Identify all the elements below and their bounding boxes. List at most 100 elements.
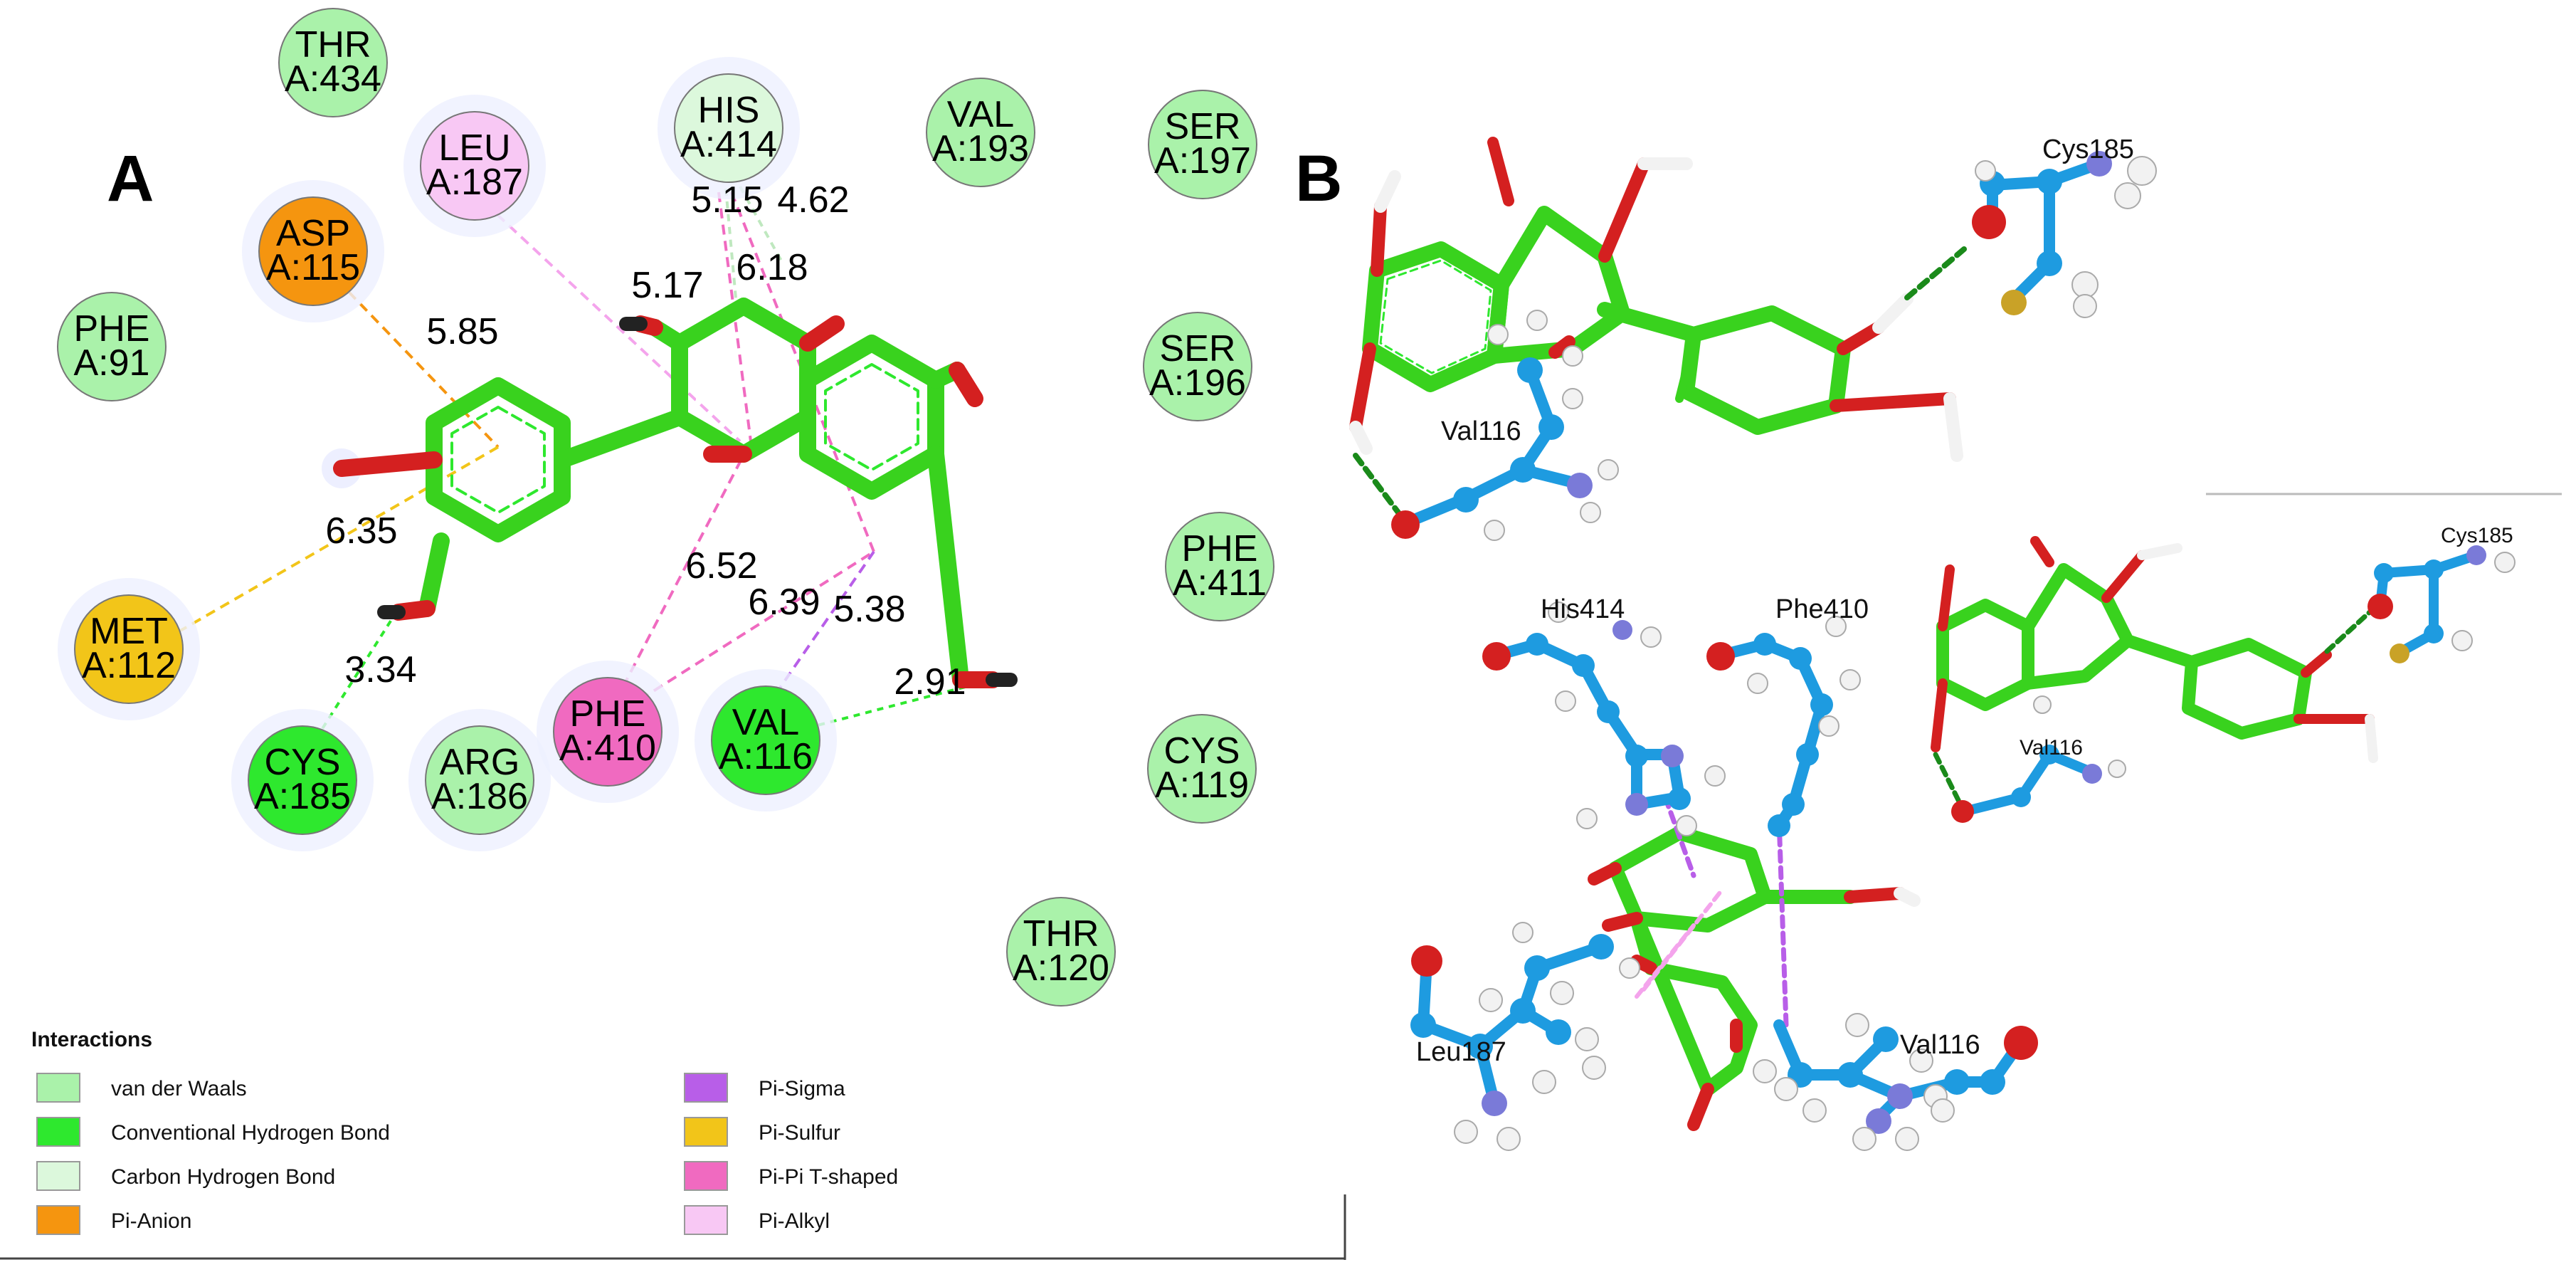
legend-label: Pi-Sigma <box>759 1077 845 1100</box>
residue-chain: A:186 <box>431 776 528 817</box>
legend-label: Pi-Pi T-shaped <box>759 1165 898 1189</box>
residue-name: SER <box>1165 106 1241 147</box>
residue-discs: THRA:434HISA:414LEUA:187VALA:193SERA:197… <box>57 8 1274 1007</box>
legend-item-conventional_hbond: Conventional Hydrogen Bond <box>36 1117 390 1147</box>
legend-label: Pi-Sulfur <box>759 1121 840 1145</box>
residue-disc <box>74 594 184 704</box>
legend-item-pi_anion: Pi-Anion <box>36 1205 191 1235</box>
ligand-structure <box>322 298 1018 688</box>
label-top-val116: Val116 <box>1441 416 1521 446</box>
label-inset-val116: Val116 <box>2020 736 2083 760</box>
residue-disc <box>1147 714 1257 824</box>
legend-swatch <box>36 1205 80 1235</box>
ring-b <box>426 377 571 542</box>
panel-a-label: A <box>107 142 154 215</box>
residue-disc <box>57 292 167 401</box>
distance-d639: 6.39 <box>748 582 820 623</box>
residue-chain: A:197 <box>1154 140 1251 182</box>
residue-chain: A:116 <box>719 736 813 777</box>
residue-name: SER <box>1160 328 1236 369</box>
distance-labels: 5.15 4.62 6.18 5.17 5.85 6.35 6.52 6.39 … <box>325 179 966 703</box>
residue-name: VAL <box>947 94 1014 135</box>
residue-chain: A:414 <box>680 124 777 165</box>
label-leu187: Leu187 <box>1416 1037 1506 1067</box>
legend-item-carbon_hbond: Carbon Hydrogen Bond <box>36 1161 335 1191</box>
residue-disc <box>1148 90 1257 199</box>
residue-name: ARG <box>440 742 520 783</box>
line-leu187-pialkyl <box>472 191 741 443</box>
legend-item-van_der_waals: van der Waals <box>36 1073 247 1103</box>
distance-d334: 3.34 <box>344 649 416 690</box>
legend-swatch <box>684 1205 728 1235</box>
line-his414-carbonhbond-a <box>724 188 738 307</box>
distance-d538: 5.38 <box>833 589 905 630</box>
legend-label: Pi-Alkyl <box>759 1209 830 1233</box>
residue-name: CYS <box>265 742 341 783</box>
label-his414: His414 <box>1541 594 1625 624</box>
panel-b-inset-view: Cys185 Val116 <box>1931 524 2516 823</box>
residue-disc <box>420 111 529 221</box>
residue-chain: A:115 <box>266 247 360 288</box>
distance-d652: 6.52 <box>685 545 757 587</box>
residue-chain: A:119 <box>1155 765 1249 806</box>
residue-disc <box>926 78 1035 187</box>
label-top-cys185: Cys185 <box>2042 135 2134 164</box>
residue-chain: A:120 <box>1013 947 1109 989</box>
residue-name: MET <box>90 611 168 652</box>
panel-a: A <box>0 8 1346 1260</box>
legend-swatch <box>36 1161 80 1191</box>
legend-item-pi_sigma: Pi-Sigma <box>684 1073 845 1103</box>
legend-label: Conventional Hydrogen Bond <box>111 1121 390 1145</box>
panel-b-top-view: Cys185 Val116 <box>1349 135 2157 541</box>
distance-d291: 2.91 <box>894 661 966 703</box>
legend-swatch <box>36 1117 80 1147</box>
line-asp115-pianion <box>347 290 500 448</box>
legend-label: van der Waals <box>111 1077 247 1100</box>
residue-chain: A:196 <box>1149 362 1246 404</box>
legend-item-pi_sulfur: Pi-Sulfur <box>684 1117 840 1147</box>
residue-name: VAL <box>732 702 799 743</box>
residue-disc <box>425 725 534 835</box>
legend-swatch <box>36 1073 80 1103</box>
distance-d515: 5.15 <box>691 179 763 221</box>
legend-swatch <box>684 1161 728 1191</box>
panel-b-pocket-view: His414 Phe410 <box>1410 594 2038 1151</box>
line-his414-carbonhbond-b <box>739 186 784 264</box>
residue-disc <box>248 725 357 835</box>
label-bottom-val116: Val116 <box>1900 1030 1980 1060</box>
legend-label: Pi-Anion <box>111 1209 191 1233</box>
residue-disc <box>1143 312 1252 421</box>
distance-d635: 6.35 <box>325 510 397 552</box>
legend-item-pi_pi_tshaped: Pi-Pi T-shaped <box>684 1161 898 1191</box>
residue-chain: A:185 <box>254 776 351 817</box>
residue-name: PHE <box>570 693 646 735</box>
residue-name: ASP <box>276 213 350 254</box>
distance-d618: 6.18 <box>736 247 808 288</box>
label-inset-cys185: Cys185 <box>2441 524 2513 547</box>
legend-item-pi_alkyl: Pi-Alkyl <box>684 1205 830 1235</box>
legend-label: Carbon Hydrogen Bond <box>111 1165 335 1189</box>
panel-b-label: B <box>1295 142 1342 215</box>
residue-chain: A:91 <box>74 342 150 384</box>
residue-disc <box>553 677 663 787</box>
residue-name: PHE <box>74 308 150 350</box>
line-val116-pisigma <box>774 550 875 695</box>
residue-disc <box>1165 512 1274 621</box>
residue-disc <box>674 73 783 183</box>
residue-disc <box>278 8 388 117</box>
